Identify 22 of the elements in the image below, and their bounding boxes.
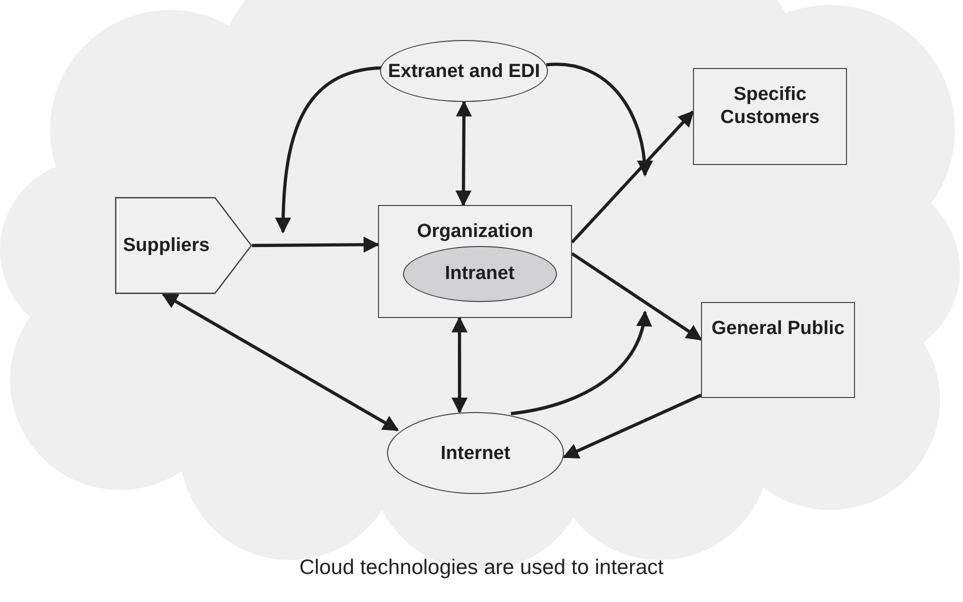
rectangle-node xyxy=(378,205,572,318)
node-label: Specific Customers xyxy=(719,83,821,129)
arrow xyxy=(562,394,702,459)
arrow xyxy=(455,100,472,207)
arrow xyxy=(510,310,651,416)
caption: Cloud technologies are used to interact xyxy=(299,556,664,579)
rectangle-node xyxy=(701,302,855,398)
node-label: Extranet and EDI xyxy=(388,60,540,82)
arrow xyxy=(252,236,380,253)
arrow xyxy=(571,252,702,341)
arrow xyxy=(275,66,382,234)
arrow xyxy=(452,316,468,414)
rectangle-node xyxy=(693,68,847,165)
arrow xyxy=(570,110,694,244)
node-label: Suppliers xyxy=(123,234,210,257)
arrow xyxy=(546,62,652,177)
node-label: Internet xyxy=(440,442,510,464)
arrow xyxy=(162,292,399,432)
pentagon-node xyxy=(115,197,252,294)
node-label: Organization xyxy=(416,220,534,243)
node-label: General Public xyxy=(711,317,845,340)
node-label: Intranet xyxy=(444,262,515,286)
